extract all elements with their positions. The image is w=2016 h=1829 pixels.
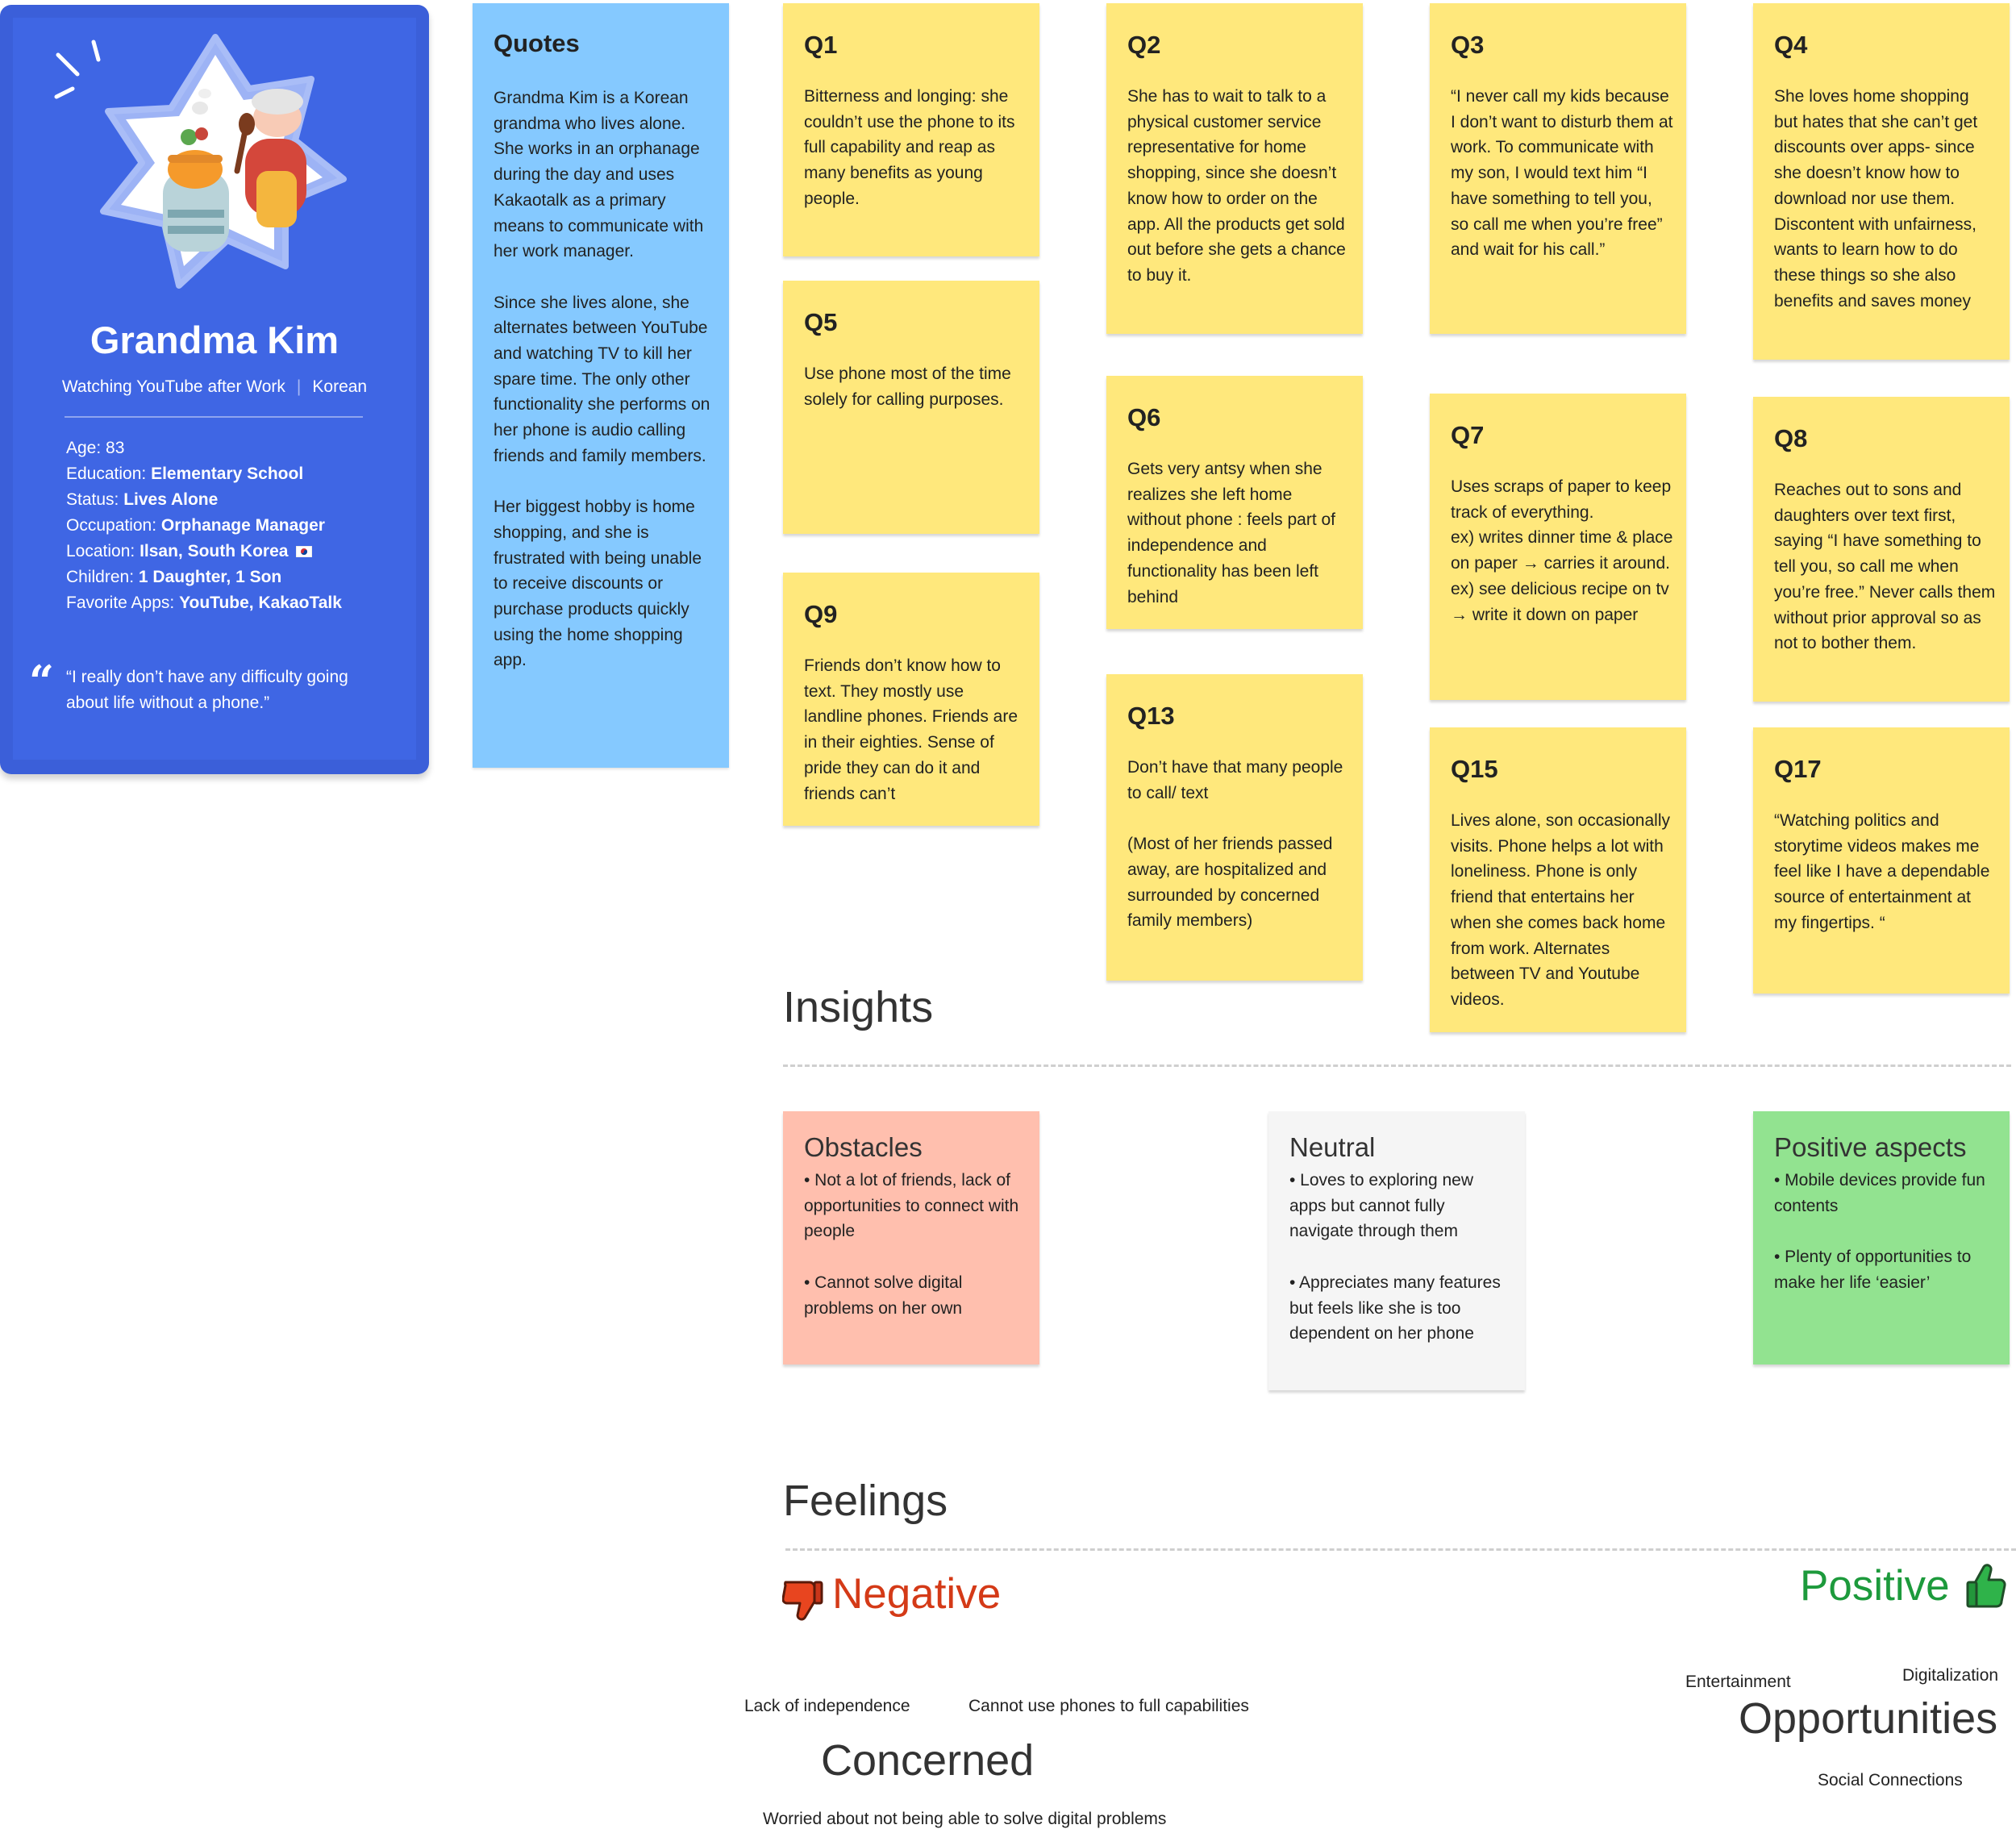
quotes-title: Quotes [494,29,580,57]
sticky-note-q15: Q15 Lives alone, son occasionally visits… [1430,727,1686,1032]
sticky-text: Don’t have that many people to call/ tex… [1127,758,1343,931]
sticky-title: Q9 [804,600,838,628]
sticky-text: Bitterness and longing: she couldn’t use… [804,87,1015,208]
fact-children: Children: 1 Daughter, 1 Son [66,568,282,586]
sticky-text: Gets very antsy when she realizes she le… [1127,460,1335,606]
sticky-title: Q6 [1127,403,1161,431]
fact-age: Age: 83 [66,439,125,457]
quotes-paragraph: Grandma Kim is a Korean grandma who live… [494,89,704,261]
feeling-word-positive: Social Connections [1818,1771,1963,1789]
feeling-big-word-positive: Opportunities [1739,1694,1998,1743]
sticky-title: Q1 [804,31,838,59]
sticky-note-q7: Q7 Uses scraps of paper to keep track of… [1430,394,1686,700]
insight-title: Positive aspects [1774,1132,1967,1162]
sticky-title: Q17 [1774,755,1822,783]
insight-text: • Not a lot of friends, lack of opportun… [804,1171,1019,1318]
sticky-text: “Watching politics and storytime videos … [1774,811,1990,932]
persona-facts: Age: 83 Education: Elementary School Sta… [66,435,342,616]
fact-favorite-apps: Favorite Apps: YouTube, KakaoTalk [66,594,342,612]
sticky-text: Friends don’t know how to text. They mos… [804,656,1018,803]
sticky-note-q6: Q6 Gets very antsy when she realizes she… [1106,376,1363,629]
positive-label: Positive [1800,1562,1950,1610]
thumbs-down-icon [782,1581,823,1621]
persona-card: Grandma Kim Watching YouTube after Work |… [0,5,429,774]
sticky-note-q1: Q1 Bitterness and longing: she couldn’t … [783,3,1039,256]
persona-name: Grandma Kim [90,319,339,361]
sticky-note-q17: Q17 “Watching politics and storytime vid… [1753,727,2010,994]
sticky-title: Q8 [1774,424,1808,452]
feelings-title: Feelings [783,1477,948,1525]
fact-education: Education: Elementary School [66,465,304,483]
persona-tag-activity: Watching YouTube after Work [61,377,285,396]
sticky-note-q9: Q9 Friends don’t know how to text. They … [783,573,1039,826]
sticky-title: Q5 [804,308,838,336]
quotes-paragraph: Her biggest hobby is home shopping, and … [494,498,702,670]
sticky-text: Lives alone, son occasionally visits. Ph… [1451,811,1670,1009]
quotes-paragraph: Since she lives alone, she alternates be… [494,293,710,465]
insight-text: • Loves to exploring new apps but cannot… [1289,1171,1501,1344]
feeling-word-positive: Digitalization [1902,1666,1999,1685]
quotes-body: Grandma Kim is a Korean grandma who live… [494,85,716,699]
insight-card-positive: Positive aspects • Mobile devices provid… [1753,1111,2010,1364]
sticky-title: Q13 [1127,702,1175,730]
persona-tag-separator: | [296,377,302,396]
feeling-word-positive: Entertainment [1685,1673,1791,1691]
insights-title: Insights [783,983,934,1031]
sticky-title: Q3 [1451,31,1485,59]
quotes-card: Quotes Grandma Kim is a Korean grandma w… [473,3,729,768]
sticky-title: Q4 [1774,31,1808,59]
insight-text: • Mobile devices provide fun contents • … [1774,1171,1985,1292]
feeling-word-negative: Worried about not being able to solve di… [763,1810,1167,1828]
sticky-text: Use phone most of the time solely for ca… [804,365,1011,409]
sticky-note-q4: Q4 She loves home shopping but hates tha… [1753,3,2010,360]
sticky-note-q8: Q8 Reaches out to sons and daughters ove… [1753,397,2010,702]
quote-mark-icon: “ [29,656,55,707]
persona-tag-nationality: Korean [312,377,368,396]
feelings-divider [785,1548,2016,1551]
feeling-word-negative: Cannot use phones to full capabilities [968,1697,1249,1715]
sticky-title: Q15 [1451,755,1498,783]
sticky-text: “I never call my kids because I don’t wa… [1451,87,1673,260]
persona-tags: Watching YouTube after Work | Korean [0,377,429,397]
feeling-big-word-negative: Concerned [821,1736,1035,1785]
sticky-text: Reaches out to sons and daughters over t… [1774,481,1996,653]
insight-card-obstacles: Obstacles • Not a lot of friends, lack o… [783,1111,1039,1364]
sticky-title: Q2 [1127,31,1161,59]
sticky-text: Uses scraps of paper to keep track of ev… [1451,477,1673,624]
persona-divider [65,416,363,418]
sticky-text: She loves home shopping but hates that s… [1774,87,1978,310]
fact-location: Location: Ilsan, South Korea [66,539,342,565]
sticky-text: She has to wait to talk to a physical cu… [1127,87,1346,285]
feeling-word-negative: Lack of independence [744,1697,910,1715]
insight-title: Obstacles [804,1132,923,1162]
sticky-note-q13: Q13 Don’t have that many people to call/… [1106,674,1363,981]
korea-flag-icon [295,545,313,558]
sticky-title: Q7 [1451,421,1485,449]
sticky-note-q2: Q2 She has to wait to talk to a physical… [1106,3,1363,334]
insight-title: Neutral [1289,1132,1376,1162]
sticky-note-q3: Q3 “I never call my kids because I don’t… [1430,3,1686,334]
sparkle-icon [54,40,101,99]
avatar [100,34,347,289]
insight-card-neutral: Neutral • Loves to exploring new apps bu… [1268,1111,1525,1390]
insights-divider [783,1064,2011,1067]
fact-status: Status: Lives Alone [66,490,219,509]
thumbs-up-icon [1966,1564,2006,1608]
fact-occupation: Occupation: Orphanage Manager [66,516,325,535]
persona-quote: “I really don’t have any difficulty goin… [66,668,348,712]
negative-label: Negative [832,1570,1002,1618]
sticky-note-q5: Q5 Use phone most of the time solely for… [783,281,1039,534]
